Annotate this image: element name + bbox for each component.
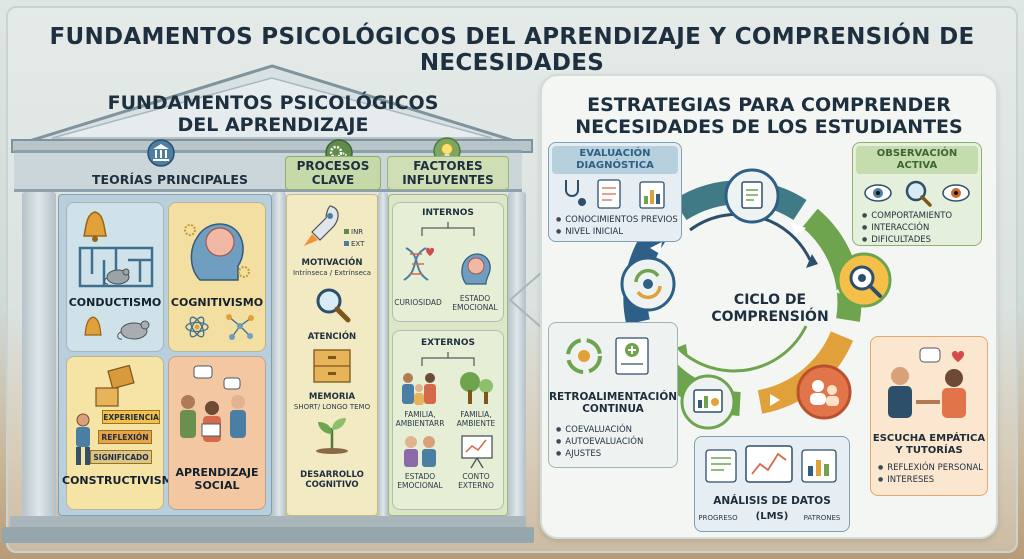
motivacion-label: MOTIVACIÓN (301, 258, 363, 268)
conductismo-label: CONDUCTISMO (68, 296, 162, 309)
progreso-label: PROGRESO (698, 514, 738, 522)
rocket-icon (304, 205, 339, 246)
dna-icon (403, 247, 434, 281)
page-title: FUNDAMENTOS PSICOLÓGICOS DEL APRENDIZAJE… (49, 24, 975, 76)
pillar-left (22, 192, 56, 518)
patrones-label: PATRONES (803, 514, 841, 522)
aprendizaje-social-label: APRENDIZAJE SOCIAL (175, 466, 259, 492)
network-icon (226, 314, 254, 340)
memoria-sub: SHORT/ LONGO TEMO (293, 403, 371, 411)
escucha-item: REFLEXIÓN PERSONAL (878, 462, 983, 474)
pillar-mid2 (378, 192, 388, 518)
eyes-icon (864, 180, 970, 207)
pillar-mid (272, 192, 286, 518)
constructivismo-label: CONSTRUCTIVISMO (62, 474, 182, 487)
temple-base-lower (2, 527, 534, 543)
observacion-item: INTERACCIÓN (862, 222, 952, 234)
brain-head-icon (184, 223, 250, 281)
retro-item: AUTOEVALUACIÓN (556, 436, 643, 448)
bell-icon (83, 211, 107, 242)
sprout-icon (316, 418, 348, 454)
bell-small-icon (84, 316, 102, 336)
curiosidad-label: CURIOSIDAD (394, 298, 442, 307)
elderly-couple-icon (404, 436, 436, 467)
feedback-icons (566, 337, 649, 375)
observacion-item: COMPORTAMIENTO (862, 210, 952, 222)
tutoring-icon (888, 347, 966, 418)
branch-lines-2 (421, 352, 475, 366)
file-drawer-icon (313, 349, 351, 383)
desarrollo-label: DESARROLLO COGNITIVO (300, 470, 364, 490)
externos-label: EXTERNOS (421, 338, 475, 348)
escucha-item: INTERESES (878, 474, 983, 486)
familia-a-label: FAMILIA, AMBIENTARR (395, 410, 445, 428)
diagnostica-item: CONOCIMIENTOS PREVIOS (556, 214, 677, 226)
student-climbing-icon (76, 413, 90, 465)
pillar-right (508, 192, 526, 518)
inr-tag: INR (344, 228, 368, 237)
maze-icon (78, 246, 154, 288)
theories-header: TEORÍAS PRINCIPALES (92, 172, 248, 187)
dashboard-node (680, 374, 736, 430)
connector-arrow (509, 271, 543, 329)
temple-roof (11, 64, 533, 153)
diagnostica-item: NIVEL INICIAL (556, 226, 678, 238)
analisis-head: ANÁLISIS DE DATOS (713, 495, 831, 507)
ext-tag: EXT (344, 240, 368, 249)
strategies-title: ESTRATEGIAS PARA COMPRENDER NECESIDADES … (575, 94, 963, 138)
temple-title: FUNDAMENTOS PSICOLÓGICOS DEL APRENDIZAJE (107, 92, 439, 136)
observacion-item: DIFICULTADES (862, 234, 952, 246)
lms-label: (LMS) (755, 511, 789, 522)
experiencia-step: EXPERIENCIA (102, 410, 160, 424)
cycle-label: CICLO DE COMPRENSIÓN (711, 292, 829, 325)
trees-icon (460, 372, 493, 404)
people-chat-node (796, 364, 852, 420)
escucha-list: REFLEXIÓN PERSONAL INTERESES (878, 462, 983, 486)
observacion-list: COMPORTAMIENTO INTERACCIÓN DIFICULTADES (862, 210, 952, 246)
memoria-label: MEMORIA (308, 392, 356, 402)
cognitivismo-label: COGNITIVISMO (170, 296, 264, 309)
eye-magnifier-node (836, 252, 892, 308)
students-talking-icon (180, 365, 246, 442)
retro-item: AJUSTES (556, 448, 643, 460)
externos-panel (392, 330, 504, 510)
atom-icon (185, 316, 209, 338)
estado-emocional-b-label: ESTADO EMOCIONAL (397, 472, 443, 490)
retro-list: COEVALUACIÓN AUTOEVALUACIÓN AJUSTES (556, 424, 643, 460)
refresh-node (620, 256, 676, 312)
data-devices-icon (705, 445, 837, 483)
clipboard-stethoscope-node (724, 168, 780, 224)
presentation-board-icon (461, 435, 493, 469)
mouse-icon (104, 268, 130, 285)
reflexion-step: REFLEXIÓN (98, 430, 152, 444)
familia-b-label: FAMILIA, AMBIENTE (456, 410, 496, 428)
branch-lines (421, 222, 475, 236)
rat-icon (117, 320, 150, 340)
retro-item: COEVALUACIÓN (556, 424, 643, 436)
emotional-head-icon (461, 253, 491, 285)
blocks-icon (95, 364, 135, 407)
stethoscope-docs-icon (565, 179, 665, 209)
motivacion-sub: Intrínseca / Extrínseca (292, 269, 372, 277)
magnifier-icon (316, 288, 351, 323)
temple-base-upper (10, 516, 526, 528)
contexto-label: CONTO EXTERNO (458, 472, 494, 490)
institution-icon (147, 139, 175, 167)
internos-label: INTERNOS (422, 208, 474, 218)
significado-step: SIGNIFICADO (90, 450, 152, 464)
atencion-label: ATENCIÓN (307, 332, 357, 342)
family-icon (402, 373, 436, 405)
diagnostica-list: CONOCIMIENTOS PREVIOS NIVEL INICIAL (556, 214, 678, 238)
estado-emocional-label: ESTADO EMOCIONAL (452, 294, 498, 312)
